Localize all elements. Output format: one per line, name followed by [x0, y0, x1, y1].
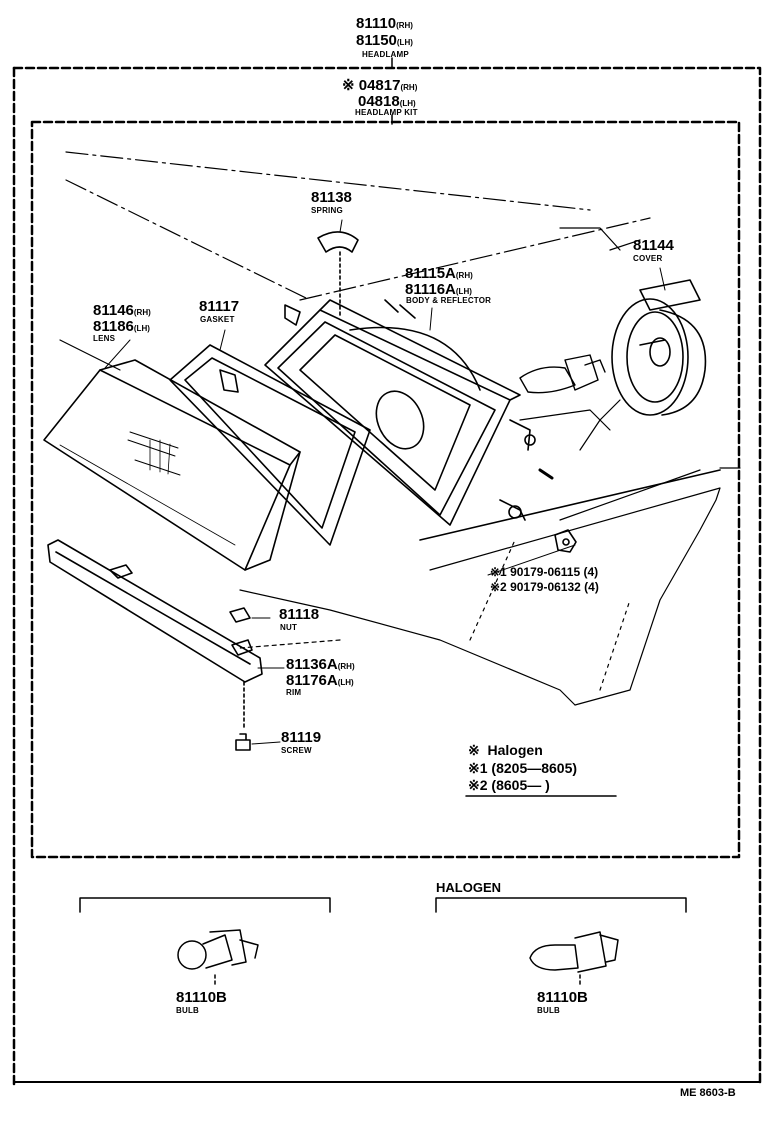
- rim-lh-number: 81176A(LH): [286, 672, 354, 689]
- spring-drawing: [317, 231, 359, 319]
- label-leaders: [104, 219, 666, 745]
- cover-drawing: [611, 279, 707, 416]
- halogen-bulb-number: 81110B: [537, 989, 588, 1006]
- legend-halogen: ※ Halogen: [468, 742, 543, 758]
- legend-range-1: ※1 (8205—8605): [468, 760, 578, 776]
- lens-caption: LENS: [93, 334, 116, 343]
- lens-lh-number: 81186(LH): [93, 318, 150, 335]
- screw-number: 81119: [281, 729, 322, 746]
- body-reflector-caption: BODY & REFLECTOR: [406, 296, 492, 305]
- gasket-drawing: [169, 344, 371, 546]
- headlamp-caption: HEADLAMP: [362, 50, 409, 59]
- headlamp-kit-lh-number: 04818(LH): [358, 93, 416, 110]
- standard-bulb-bracket: [79, 897, 331, 913]
- nut-number: 81118: [279, 606, 320, 623]
- body-reflector-lh-number: 81116A(LH): [405, 281, 472, 298]
- headlamp-lh-number: 81150(LH): [356, 32, 413, 49]
- rim-rh-number: 81136A(RH): [286, 656, 355, 673]
- standard-bulb-number: 81110B: [176, 989, 227, 1006]
- spring-number: 81138: [311, 189, 352, 206]
- bolt-drawing: [554, 529, 577, 553]
- vehicle-body-outline: [59, 151, 741, 706]
- bolt-1-part-number: ※1 90179-06115 (4): [490, 565, 599, 579]
- cover-number: 81144: [633, 237, 674, 254]
- gasket-caption: GASKET: [200, 315, 235, 324]
- bolt-2-part-number: ※2 90179-06132 (4): [490, 580, 599, 594]
- headlamp-kit-boundary: [30, 120, 741, 859]
- legend-range-2: ※2 (8605— ): [468, 777, 550, 793]
- headlamp-kit-caption: HEADLAMP KIT: [355, 108, 418, 117]
- halogen-bulb-caption: BULB: [537, 1006, 561, 1015]
- rim-drawing: [47, 539, 263, 731]
- nut-caption: NUT: [280, 623, 298, 632]
- headlamp-kit-rh-number: ※ 04817(RH): [342, 77, 418, 94]
- halogen-section-title: HALOGEN: [436, 880, 501, 895]
- standard-bulb-caption: BULB: [176, 1006, 200, 1015]
- screw-caption: SCREW: [281, 746, 312, 755]
- assembly-bulb-drawing: [519, 354, 606, 394]
- gasket-number: 81117: [199, 298, 240, 315]
- screw-drawing: [235, 733, 251, 751]
- spring-caption: SPRING: [311, 206, 343, 215]
- standard-bulb-drawing: [177, 929, 259, 986]
- lens-drawing: [43, 359, 301, 571]
- halogen-bulb-bracket: [435, 897, 687, 913]
- cover-caption: COVER: [633, 254, 663, 263]
- halogen-bulb-drawing: [529, 931, 619, 986]
- nut-drawing: [229, 607, 251, 623]
- headlamp-assembly-boundary: [12, 66, 762, 1086]
- headlamp-rh-number: 81110(RH): [356, 15, 413, 32]
- lens-rh-number: 81146(RH): [93, 302, 151, 319]
- body-reflector-rh-number: 81115A(RH): [405, 265, 473, 282]
- rim-caption: RIM: [286, 688, 302, 697]
- body-reflector-drawing: [264, 299, 554, 526]
- diagram-reference-code: ME 8603-B: [680, 1087, 736, 1099]
